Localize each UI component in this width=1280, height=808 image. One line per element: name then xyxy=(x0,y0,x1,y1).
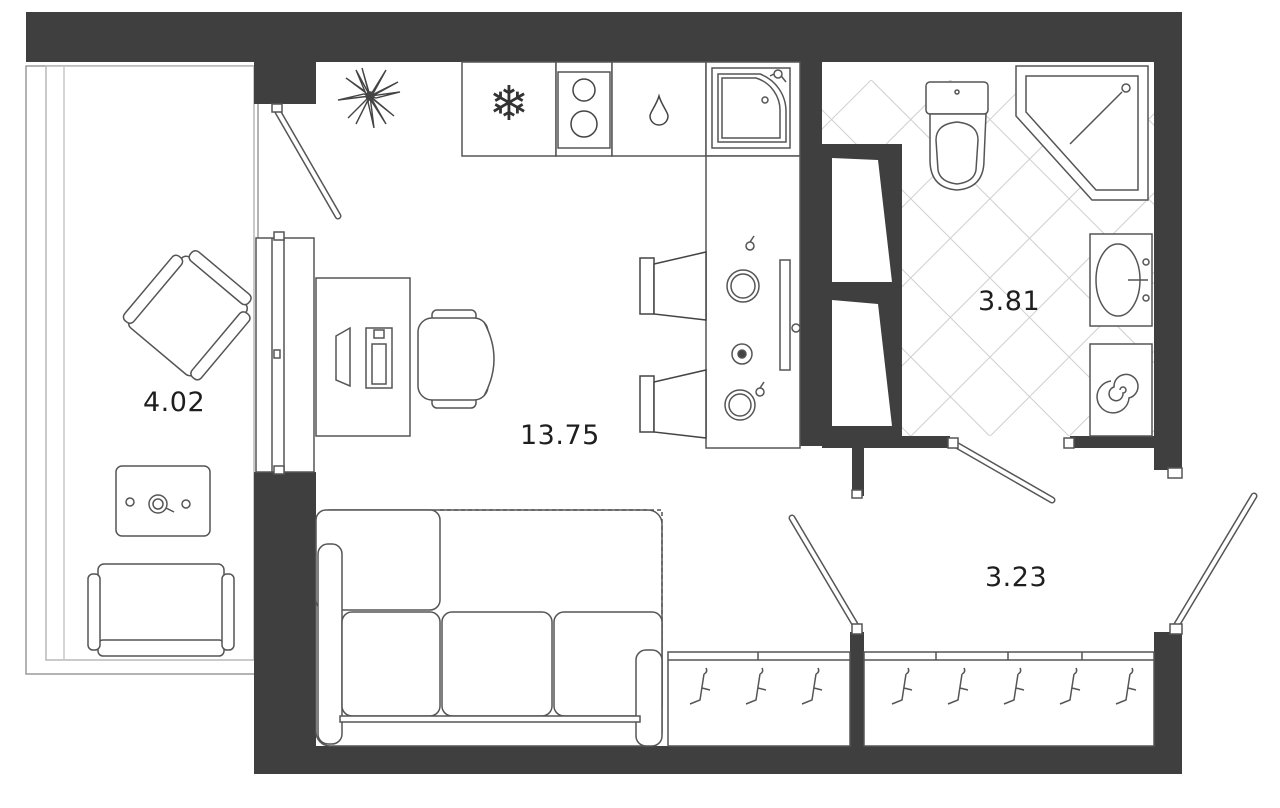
walls xyxy=(26,12,1182,774)
plant-icon xyxy=(337,67,401,129)
shelving-niche xyxy=(822,144,902,436)
wall-bathroom-bottom-right xyxy=(1070,436,1154,448)
bar-items xyxy=(724,235,801,421)
wardrobe-left xyxy=(667,651,851,747)
washing-machine xyxy=(1089,343,1153,437)
balcony-door-frame xyxy=(255,237,315,473)
wall-top xyxy=(26,12,1182,62)
wall-left-lower xyxy=(254,472,316,774)
water-drop-icon xyxy=(649,93,669,126)
balcony-door xyxy=(255,231,315,475)
bar-stool-1 xyxy=(639,251,707,321)
shower-tray xyxy=(1015,65,1149,201)
main-sofa xyxy=(315,509,663,747)
wall-hall-stub xyxy=(852,448,864,496)
fridge xyxy=(461,61,557,157)
wall-bathroom-bottom xyxy=(822,436,950,448)
bar-stool-2 xyxy=(639,369,707,439)
balcony-area-label: 4.02 xyxy=(143,387,206,418)
stove-inner xyxy=(557,71,611,149)
balcony-armchair xyxy=(122,249,252,381)
wall-bathroom-partition xyxy=(800,62,822,446)
snowflake-icon: ❄ xyxy=(489,76,529,132)
wall-balcony-stub xyxy=(254,62,316,104)
balcony-sofa xyxy=(87,563,235,657)
bathroom-sink xyxy=(1089,233,1153,327)
balcony-glazing xyxy=(45,65,255,661)
wall-bottom xyxy=(254,746,1182,774)
bathroom-area-label: 3.81 xyxy=(978,286,1041,317)
stove-burners-icon xyxy=(570,78,598,138)
balcony-table xyxy=(115,465,211,537)
bathroom-door xyxy=(947,437,1075,504)
entrance-door xyxy=(1167,467,1258,635)
clothes-hangers xyxy=(689,667,1137,705)
living-room-area-label: 13.75 xyxy=(520,420,600,451)
window-sash xyxy=(271,103,342,220)
wardrobe-right xyxy=(863,651,1155,747)
hallway-area-label: 3.23 xyxy=(985,562,1048,593)
corner-sink xyxy=(711,67,791,149)
wall-wardrobe-divider xyxy=(850,632,864,746)
wall-right-lower xyxy=(1154,632,1182,774)
hall-door-left xyxy=(788,489,863,635)
toilet xyxy=(925,81,989,191)
desk-chair xyxy=(417,309,495,409)
balcony xyxy=(25,65,259,675)
desk xyxy=(315,277,411,437)
wall-right-upper xyxy=(1154,12,1182,470)
